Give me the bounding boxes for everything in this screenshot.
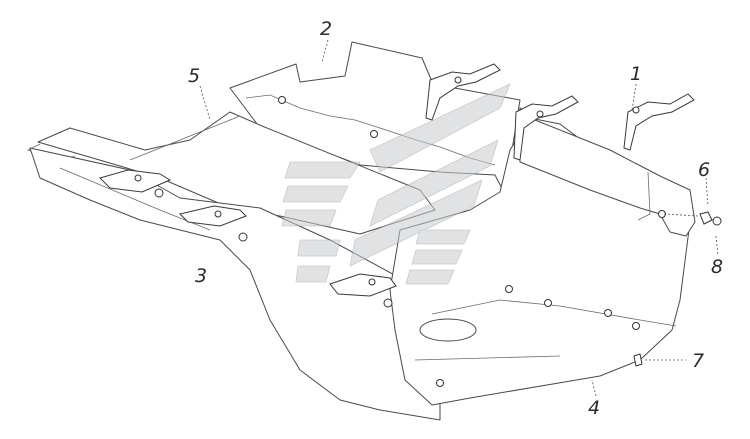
part-3-lower-panel [29, 147, 441, 421]
callout-5: 5 [188, 65, 200, 87]
callout-4: 4 [588, 397, 600, 419]
exploded-washer-nut [633, 211, 722, 367]
fasteners [134, 76, 666, 387]
callout-1: 1 [630, 63, 642, 85]
callout-7: 7 [692, 350, 704, 372]
leader-lines [199, 39, 719, 397]
kamaz-logo-watermark [281, 83, 511, 285]
callout-6: 6 [698, 159, 710, 181]
callout-3: 3 [195, 265, 207, 287]
part-1-right-panel [519, 107, 696, 237]
mounting-brackets [99, 63, 695, 297]
callout-2: 2 [320, 18, 332, 40]
callout-8: 8 [711, 256, 723, 278]
